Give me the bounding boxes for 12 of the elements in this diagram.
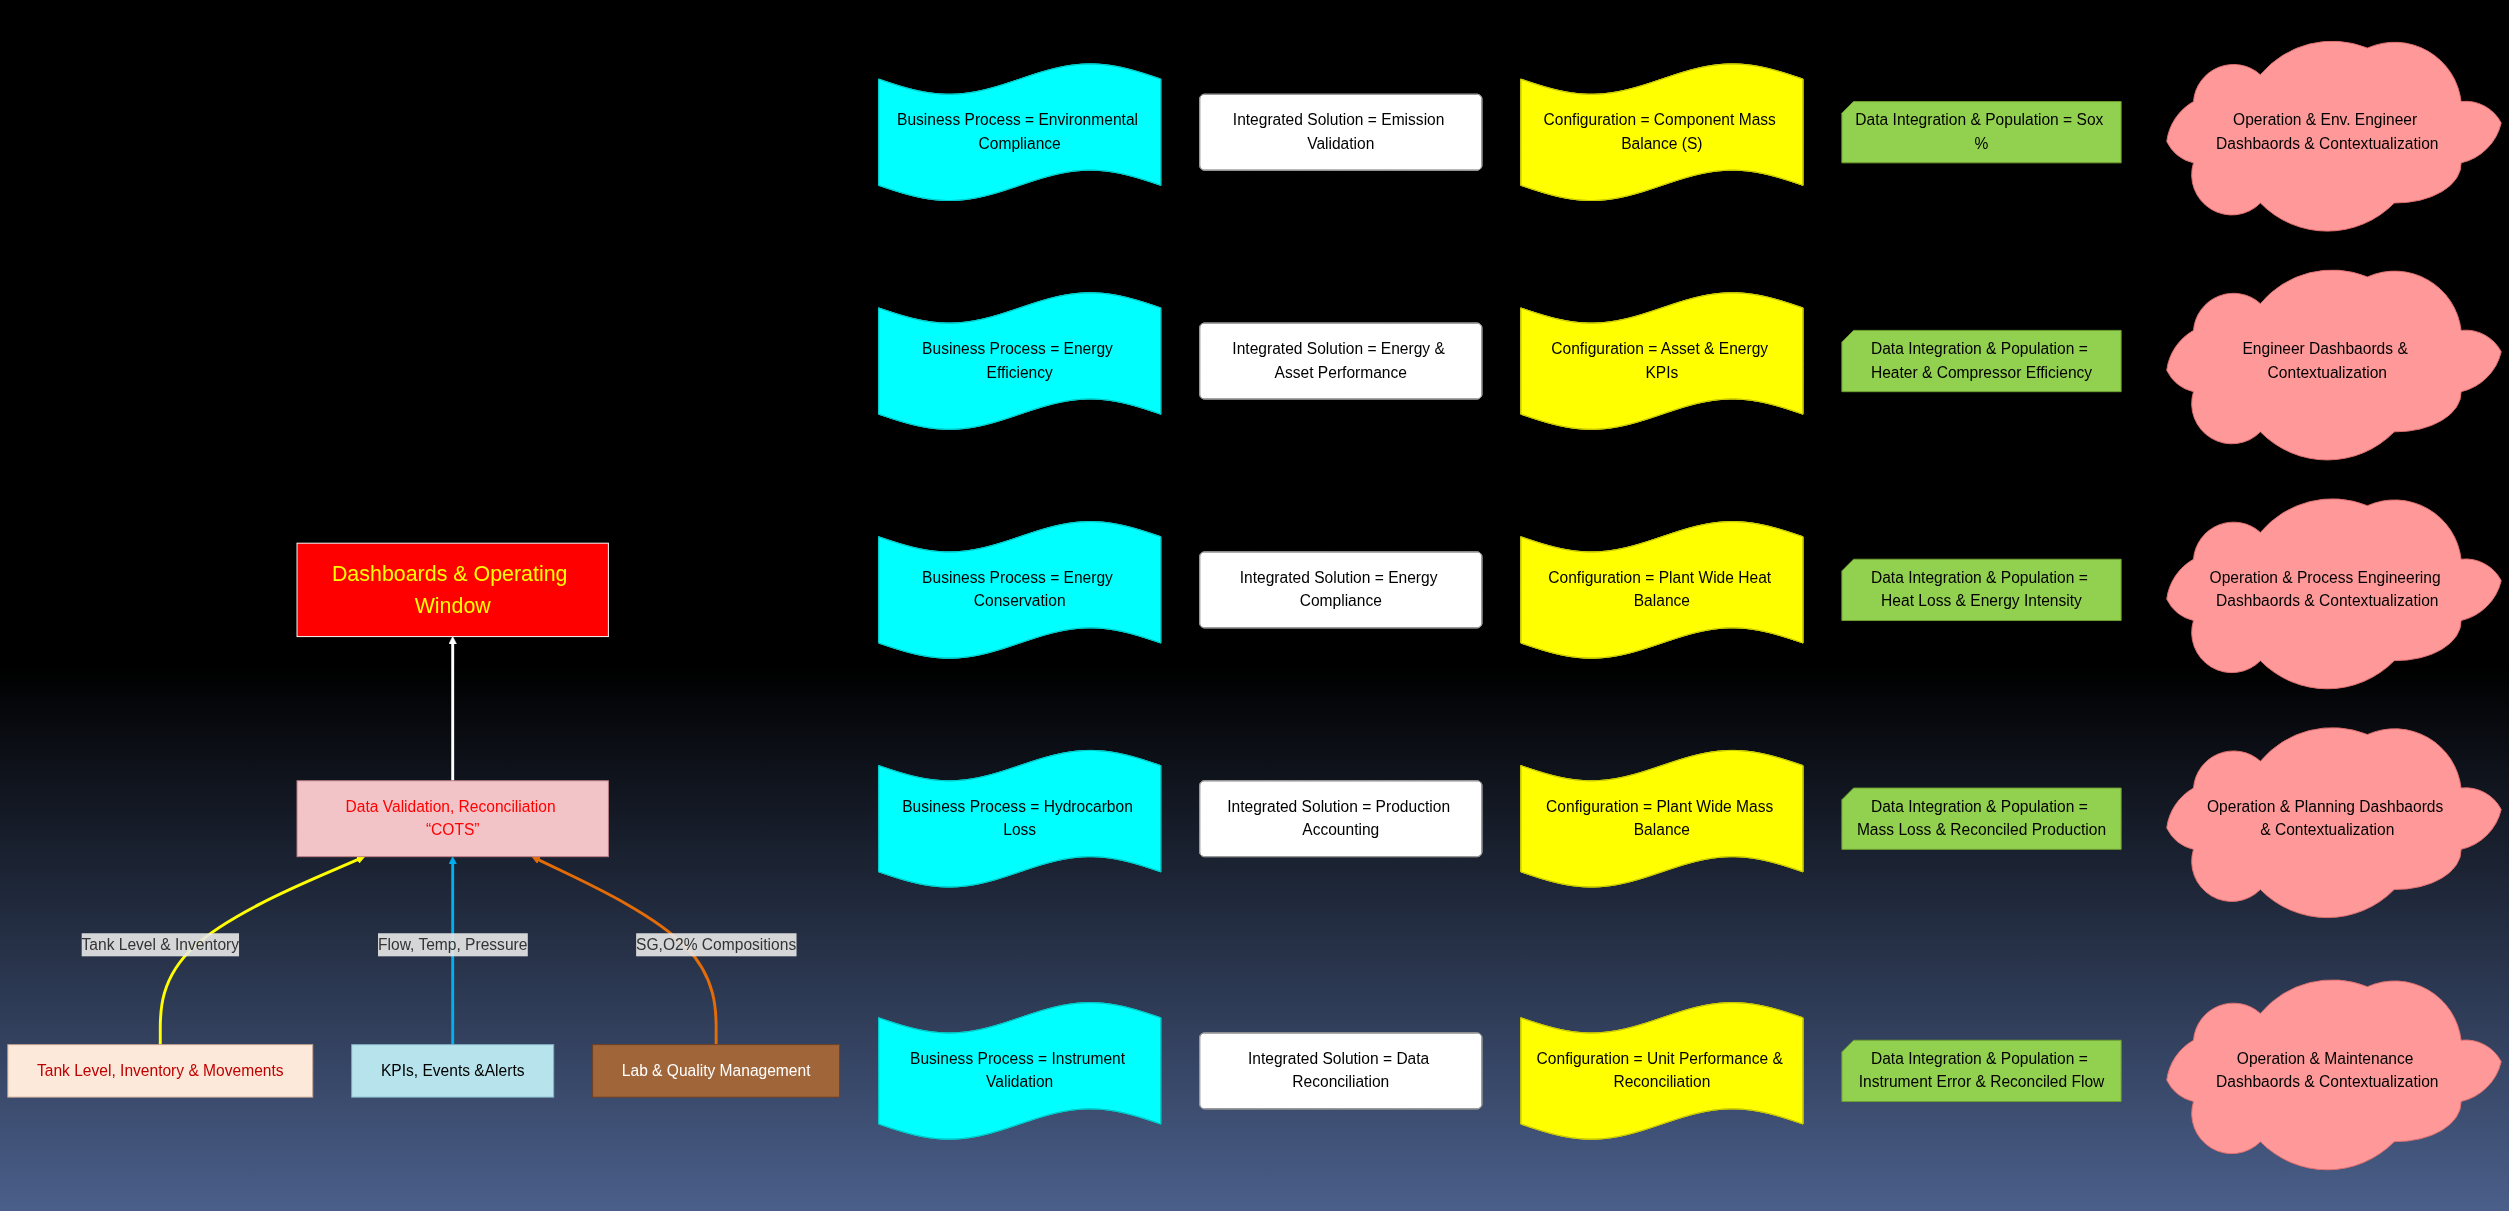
edge-label: Flow, Temp, Pressure [378, 936, 528, 953]
node-box: Tank Level, Inventory & Movements [7, 1044, 314, 1098]
arrow [158, 855, 366, 1045]
node-box: Dashboards & Operating Window [296, 542, 609, 638]
edge-label: Tank Level & Inventory [81, 936, 240, 953]
node-box: Lab & Quality Management [592, 1044, 841, 1098]
edge-label: SG,O2% Compositions [636, 936, 797, 953]
arrow [448, 856, 457, 1045]
node-box: KPIs, Events &Alerts [351, 1044, 555, 1098]
node-box: Data Validation, Reconciliation “COTS” [296, 780, 609, 858]
arrow [531, 856, 718, 1045]
arrow [448, 636, 457, 781]
